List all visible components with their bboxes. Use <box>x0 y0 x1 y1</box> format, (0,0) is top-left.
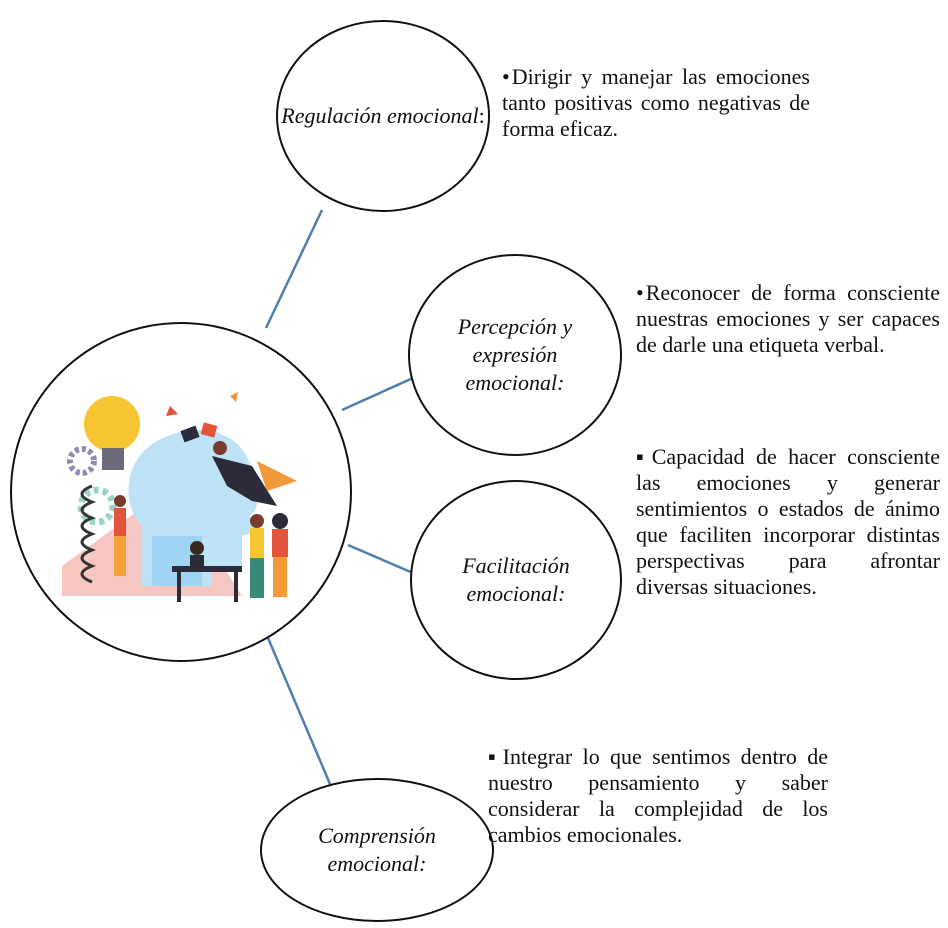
central-circle <box>10 322 352 662</box>
node-facilitacion-text: Capacidad de hacer consciente las emocio… <box>636 444 940 599</box>
node-regulacion-title: Regulación emocional <box>281 103 479 128</box>
connector-facilitacion <box>347 543 414 575</box>
node-percepcion-label: Percepción y expresión emocional: <box>440 313 590 397</box>
node-comprension-text: Integrar lo que sentimos dentro de nuest… <box>488 744 828 847</box>
node-comprension-circle: Comprensión emocional: <box>260 778 494 922</box>
node-percepcion-circle: Percepción y expresión emocional: <box>408 254 622 456</box>
node-regulacion-label: Regulación emocional: <box>281 102 484 130</box>
node-percepcion-description: •Reconocer de forma consciente nuestras … <box>636 280 940 358</box>
node-facilitacion-title: Facilitación emocional: <box>462 553 570 606</box>
connector-regulacion <box>264 209 324 329</box>
node-comprension-description: ▪Integrar lo que sentimos dentro de nues… <box>488 744 828 848</box>
connector-comprension <box>266 637 332 785</box>
node-percepcion-title: Percepción y expresión emocional: <box>457 314 573 395</box>
node-regulacion-colon: : <box>478 103 485 128</box>
bullet-icon: • <box>502 64 510 89</box>
node-regulacion-circle: Regulación emocional: <box>276 20 490 212</box>
bullet-icon: ▪ <box>636 444 650 469</box>
bullet-icon: ▪ <box>488 744 501 769</box>
node-regulacion-description: •Dirigir y manejar las emociones tanto p… <box>502 64 810 142</box>
emotional-intelligence-illustration <box>62 392 297 602</box>
node-comprension-label: Comprensión emocional: <box>297 822 457 878</box>
node-regulacion-text: Dirigir y manejar las emociones tanto po… <box>502 64 810 141</box>
node-facilitacion-description: ▪Capacidad de hacer consciente las emoci… <box>636 444 940 600</box>
node-comprension-title: Comprensión emocional: <box>318 823 436 876</box>
node-percepcion-text: Reconocer de forma consciente nuestras e… <box>636 280 940 357</box>
node-facilitacion-label: Facilitación emocional: <box>441 552 591 608</box>
node-facilitacion-circle: Facilitación emocional: <box>410 480 622 680</box>
connector-percepcion <box>341 376 414 412</box>
bullet-icon: • <box>636 280 644 305</box>
